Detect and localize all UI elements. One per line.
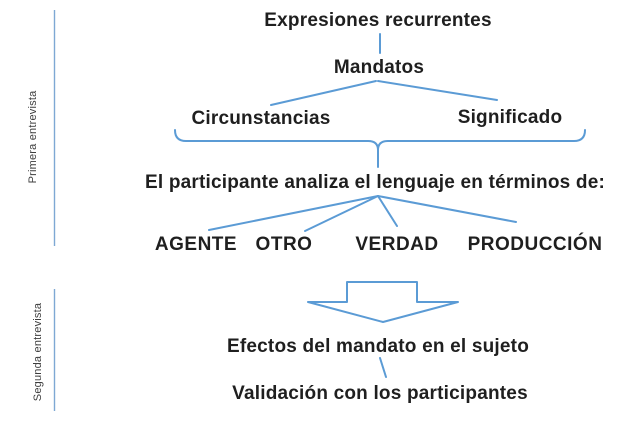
down-arrow-shape — [307, 281, 459, 323]
brace — [174, 129, 586, 168]
fan-line-verdad — [377, 195, 398, 227]
term-agente: AGENTE — [154, 234, 238, 255]
term-otro: OTRO — [255, 234, 313, 255]
fan-line-agente — [208, 195, 379, 231]
statement-text: El participante analiza el lenguaje en t… — [145, 172, 605, 193]
branch-line-right — [377, 80, 498, 101]
node-significado: Significado — [457, 107, 563, 128]
branch-line-left — [270, 80, 377, 106]
node-validacion: Validación con los participantes — [232, 383, 528, 404]
phase-label-first-interview: Primera entrevista — [27, 90, 39, 184]
connector-effects-validation — [379, 357, 387, 378]
node-efectos: Efectos del mandato en el sujeto — [226, 336, 530, 357]
fan-line-otro — [304, 195, 379, 232]
fan-line-produccion — [377, 195, 517, 223]
phase-label-second-interview: Segunda entrevista — [32, 302, 44, 402]
term-verdad: VERDAD — [355, 234, 439, 255]
term-produccion: PRODUCCIÓN — [467, 234, 603, 255]
node-expresiones-recurrentes: Expresiones recurrentes — [264, 10, 492, 31]
connectors — [174, 33, 586, 378]
node-mandatos: Mandatos — [333, 57, 425, 78]
node-circunstancias: Circunstancias — [191, 108, 331, 129]
